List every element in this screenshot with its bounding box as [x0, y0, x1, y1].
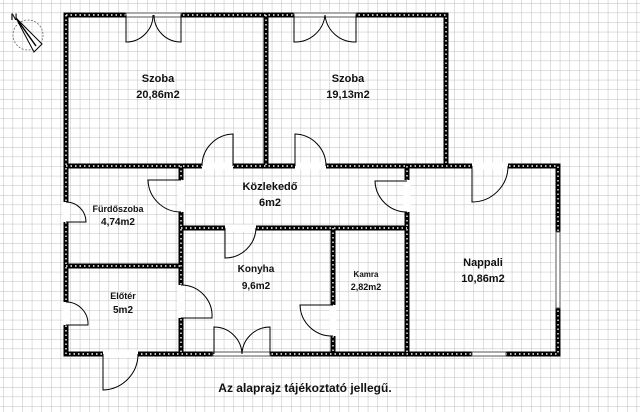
room-szoba-1: Szoba 20,86m2 — [136, 73, 179, 101]
room-konyha: Konyha 9,6m2 — [238, 264, 275, 292]
room-name: Fürdőszoba — [93, 204, 145, 214]
room-area: 20,86m2 — [136, 89, 179, 101]
room-name: Kamra — [354, 270, 379, 279]
room-kamra: Kamra 2,82m2 — [351, 270, 382, 292]
room-name: Közlekedő — [242, 181, 297, 193]
room-furdoszoba: Fürdőszoba 4,74m2 — [93, 204, 145, 228]
room-name: Szoba — [332, 73, 365, 85]
window-eloter — [65, 301, 89, 326]
room-area: 10,86m2 — [461, 273, 504, 285]
walls — [63, 12, 561, 357]
disclaimer-note: Az alaprajz tájékoztató jellegű. — [218, 381, 391, 395]
door-szoba2 — [294, 133, 327, 167]
room-kozlekedo: Közlekedő 6m2 — [242, 181, 297, 209]
window-konyha — [213, 326, 271, 355]
doors — [62, 11, 562, 391]
door-nappali — [471, 165, 509, 203]
north-arrow-icon: N — [11, 12, 44, 53]
room-area: 9,6m2 — [242, 281, 271, 292]
door-eloter-konyha — [180, 284, 213, 319]
room-szoba-2: Szoba 19,13m2 — [326, 73, 369, 101]
door-double-szoba1 — [125, 14, 182, 43]
compass-label: N — [11, 12, 18, 22]
door-konyha — [224, 227, 257, 259]
room-eloter: Előtér 5m2 — [110, 291, 136, 316]
room-area: 19,13m2 — [326, 89, 369, 101]
entrance-door — [102, 353, 139, 391]
door-double-szoba2 — [293, 14, 357, 43]
room-name: Szoba — [142, 73, 175, 85]
room-name: Nappali — [463, 257, 503, 269]
room-area: 5m2 — [113, 305, 133, 316]
door-nappali-kozlekedo — [374, 180, 408, 213]
window-furdo — [65, 201, 87, 223]
room-nappali: Nappali 10,86m2 — [461, 257, 504, 285]
room-name: Konyha — [238, 264, 275, 275]
door-kamra — [299, 304, 334, 337]
door-szoba1 — [201, 133, 234, 167]
room-area: 4,74m2 — [101, 217, 135, 228]
room-area: 6m2 — [259, 197, 281, 209]
room-area: 2,82m2 — [351, 282, 382, 292]
door-furdo — [147, 179, 182, 213]
room-name: Előtér — [110, 291, 136, 301]
